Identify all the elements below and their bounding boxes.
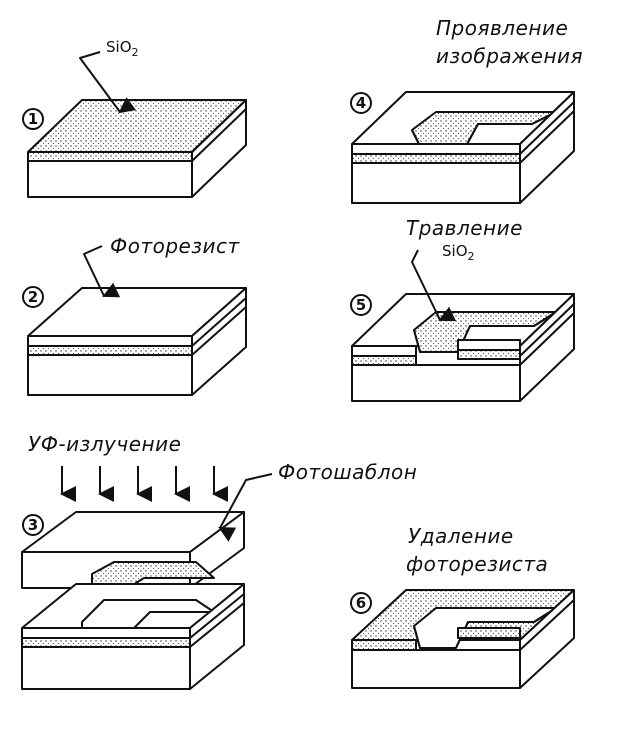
step-3-wafer [21,473,273,690]
step-4-wafer [351,91,575,204]
step-5-wafer [351,249,575,402]
step-6-wafer [351,589,575,689]
step-number-5: 5 [350,294,372,316]
step-number-1: 1 [22,108,44,130]
etching-label: Травление [406,216,523,240]
step-number-6: 6 [350,592,372,614]
step-2-wafer [27,245,247,396]
sio2-label-step-1: SiO2 [106,38,139,59]
step-3-photomask [21,511,245,589]
removal-label-line1: Удаление [408,524,514,548]
step-1-wafer [27,51,247,198]
uv-radiation-label: УФ-излучение [28,432,182,456]
photoresist-label: Фоторезист [110,234,240,258]
photomask-label: Фотошаблон [278,460,418,484]
step-number-3: 3 [22,514,44,536]
development-label-line2: изображения [436,44,584,68]
removal-label-line2: фоторезиста [406,552,549,576]
step-number-4: 4 [350,92,372,114]
development-label-line1: Проявление [436,16,569,40]
uv-arrows [60,466,228,502]
step-number-2: 2 [22,286,44,308]
sio2-label-step-5: SiO2 [442,242,475,263]
